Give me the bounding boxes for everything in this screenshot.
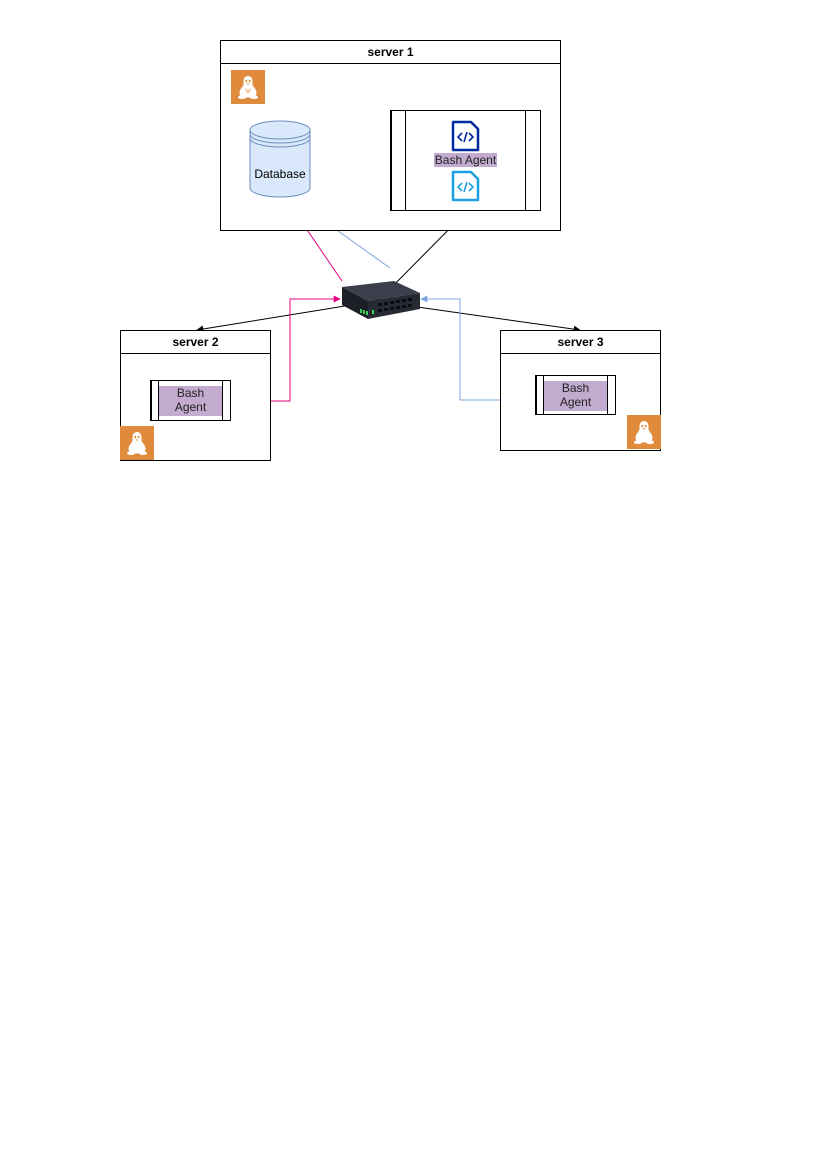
- proc3-left-bar: [543, 375, 544, 415]
- proc3-right-bar: [607, 375, 608, 415]
- proc1-left-bar: [405, 110, 406, 211]
- code-file-icon: [451, 120, 480, 152]
- proc2-left-bar: [158, 380, 159, 421]
- server-3-bash-agent-label: Bash Agent: [544, 381, 607, 411]
- server-3-agent-line2: Agent: [559, 395, 592, 409]
- database-icon[interactable]: [249, 120, 313, 200]
- network-switch-icon[interactable]: [338, 279, 422, 321]
- server-1-title: server 1: [221, 41, 560, 64]
- code-file-icon-light: [451, 170, 480, 202]
- server-3-title: server 3: [501, 331, 660, 354]
- server-3-agent-line1: Bash: [561, 381, 590, 395]
- linux-tux-icon: [231, 70, 265, 104]
- server-2-title: server 2: [121, 331, 270, 354]
- server-2-agent-line1: Bash: [176, 386, 205, 400]
- server-2-bash-agent-label: Bash Agent: [159, 386, 222, 416]
- linux-tux-icon: [120, 426, 154, 460]
- blue-agent3-to-switch-arrow: [420, 295, 530, 401]
- proc1-right-bar: [525, 110, 526, 211]
- server-2-agent-line2: Agent: [174, 400, 207, 414]
- database-label: Database: [254, 167, 306, 181]
- server-1-bash-agent-label: Bash Agent: [434, 153, 497, 167]
- proc2-right-bar: [222, 380, 223, 421]
- linux-tux-icon: [627, 415, 661, 449]
